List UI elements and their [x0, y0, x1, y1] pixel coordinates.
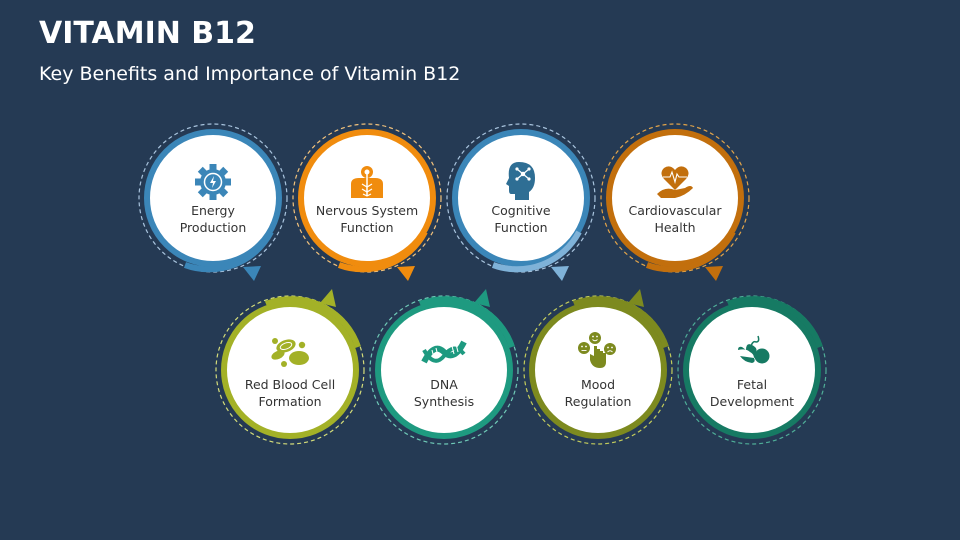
label-line1: Red Blood Cell: [244, 377, 336, 392]
label-line2: Health: [654, 220, 696, 235]
ring-fetal-development: [677, 295, 827, 445]
label-line2: Function: [494, 220, 548, 235]
ring-red-blood-cell: [215, 289, 365, 445]
benefit-label-cardiovascular-health: Cardiovascular Health: [615, 202, 735, 236]
nervous-system-icon: [351, 166, 383, 198]
benefit-label-dna-synthesis: DNA Synthesis: [384, 376, 504, 410]
label-line1: Fetal: [736, 377, 768, 392]
page-subtitle: Key Benefits and Importance of Vitamin B…: [39, 63, 461, 85]
label-line2: Production: [179, 220, 247, 235]
label-line2: Regulation: [564, 394, 632, 409]
blood-cells-icon: [271, 338, 309, 367]
label-line2: Function: [340, 220, 394, 235]
benefit-label-energy-production: Energy Production: [153, 202, 273, 236]
gear-lightning-icon: [195, 164, 231, 200]
brain-head-icon: [506, 162, 535, 200]
label-line1: DNA: [430, 377, 458, 392]
mood-faces-icon: [578, 332, 616, 368]
benefit-label-cognitive-function: Cognitive Function: [461, 202, 581, 236]
label-line1: Mood: [580, 377, 615, 392]
fetus-icon: [738, 335, 770, 364]
label-line2: Synthesis: [413, 394, 475, 409]
benefit-label-mood-regulation: Mood Regulation: [538, 376, 658, 410]
benefit-label-nervous-system: Nervous System Function: [307, 202, 427, 236]
dna-icon: [421, 340, 467, 364]
label-line2: Formation: [258, 394, 322, 409]
benefit-label-red-blood-cell: Red Blood Cell Formation: [230, 376, 350, 410]
ring-cardiovascular-health: [600, 123, 750, 281]
label-line1: Cognitive: [491, 203, 551, 218]
heart-hand-icon: [657, 166, 693, 198]
ring-dna-synthesis: [369, 289, 519, 445]
label-line2: Development: [709, 394, 795, 409]
label-line1: Cardiovascular: [628, 203, 722, 218]
benefit-label-fetal-development: Fetal Development: [692, 376, 812, 410]
label-line1: Nervous System: [315, 203, 419, 218]
label-line1: Energy: [191, 203, 235, 218]
page-title: VITAMIN B12: [39, 16, 256, 51]
ring-mood-regulation: [523, 289, 673, 445]
